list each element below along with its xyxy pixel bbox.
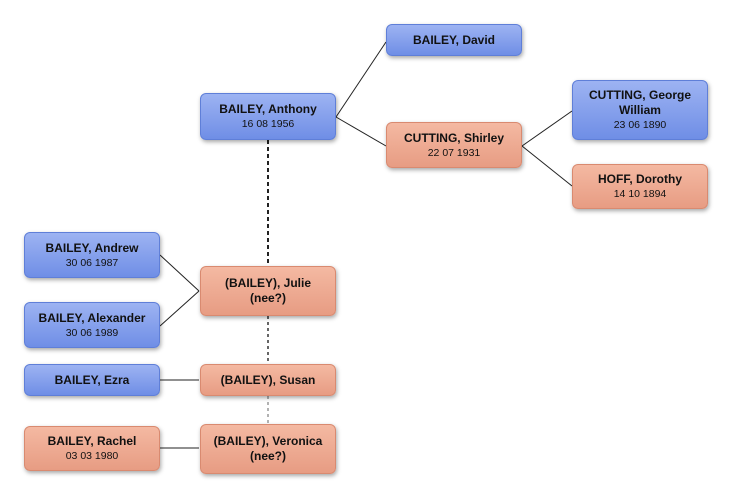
person-date: 30 06 1987 xyxy=(65,256,119,269)
link-shirley-george xyxy=(521,110,573,147)
person-name: CUTTING, George William xyxy=(588,88,691,117)
person-box-alexander[interactable]: BAILEY, Alexander 30 06 1989 xyxy=(24,302,160,348)
person-date: 23 06 1890 xyxy=(613,119,667,131)
person-box-george[interactable]: CUTTING, George William 23 06 1890 xyxy=(572,80,708,140)
person-name: HOFF, Dorothy xyxy=(598,172,682,186)
link-shirley-dorothy xyxy=(521,145,573,187)
person-box-dorothy[interactable]: HOFF, Dorothy 14 10 1894 xyxy=(572,164,708,209)
person-date: 03 03 1980 xyxy=(65,450,119,462)
person-date: 30 06 1989 xyxy=(65,326,119,339)
person-date: 14 10 1894 xyxy=(613,188,667,200)
person-name: BAILEY, Alexander xyxy=(38,310,146,325)
link-julie-alexander xyxy=(159,290,200,327)
person-box-anthony[interactable]: BAILEY, Anthony 16 08 1956 xyxy=(200,93,336,140)
link-anthony-david xyxy=(335,41,387,118)
link-julie-andrew xyxy=(159,254,200,292)
person-box-veronica[interactable]: (BAILEY), Veronica (nee?) xyxy=(200,424,336,474)
person-name: BAILEY, Ezra xyxy=(54,372,130,387)
person-name: (BAILEY), Julie (nee?) xyxy=(224,276,311,305)
person-box-susan[interactable]: (BAILEY), Susan xyxy=(200,364,336,396)
person-name: BAILEY, Rachel xyxy=(47,434,137,448)
person-box-ezra[interactable]: BAILEY, Ezra xyxy=(24,364,160,396)
person-name: BAILEY, Andrew xyxy=(45,240,139,255)
person-box-shirley[interactable]: CUTTING, Shirley 22 07 1931 xyxy=(386,122,522,168)
person-name: BAILEY, David xyxy=(412,32,496,47)
person-box-david[interactable]: BAILEY, David xyxy=(386,24,522,56)
person-name: (BAILEY), Veronica (nee?) xyxy=(213,434,323,463)
person-date: 22 07 1931 xyxy=(427,146,481,159)
person-name: (BAILEY), Susan xyxy=(220,372,316,387)
person-box-rachel[interactable]: BAILEY, Rachel 03 03 1980 xyxy=(24,426,160,471)
person-name: CUTTING, Shirley xyxy=(403,130,504,145)
person-name: BAILEY, Anthony xyxy=(219,102,317,116)
person-date: 16 08 1956 xyxy=(241,118,295,130)
link-anthony-shirley xyxy=(335,116,387,147)
person-box-julie[interactable]: (BAILEY), Julie (nee?) xyxy=(200,266,336,316)
person-box-andrew[interactable]: BAILEY, Andrew 30 06 1987 xyxy=(24,232,160,278)
